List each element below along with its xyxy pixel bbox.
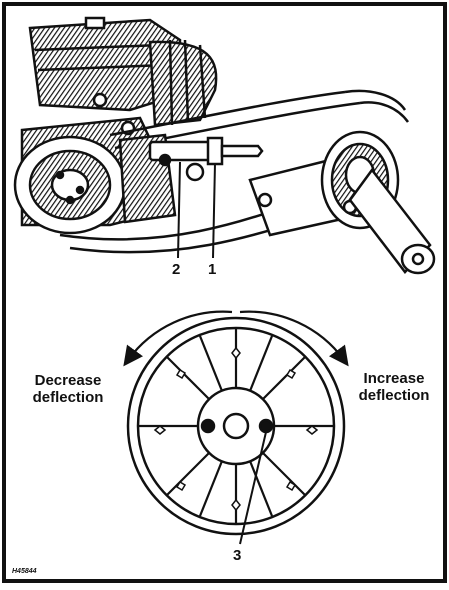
rotation-arrows xyxy=(123,310,349,367)
increase-label-line1: Increase xyxy=(363,370,425,387)
increase-deflection-label: Increase deflection xyxy=(342,370,446,404)
increase-label-line2: deflection xyxy=(358,387,430,404)
driven-pulley xyxy=(248,130,436,275)
decrease-label-line1: Decrease xyxy=(34,372,102,389)
callout-2: 2 xyxy=(172,261,181,278)
decrease-label-line2: deflection xyxy=(32,389,104,406)
callout-leaders-top xyxy=(177,161,216,259)
tension-wheel xyxy=(126,316,346,536)
callout-3: 3 xyxy=(233,547,242,564)
callout-leader-3 xyxy=(239,431,267,545)
tensioner-bracket xyxy=(118,133,264,224)
callout-1: 1 xyxy=(208,261,217,278)
decrease-deflection-label: Decrease deflection xyxy=(16,372,120,406)
figure-border xyxy=(2,2,447,583)
drive-pulley xyxy=(13,135,127,235)
figure-code: H45844 xyxy=(12,568,37,575)
